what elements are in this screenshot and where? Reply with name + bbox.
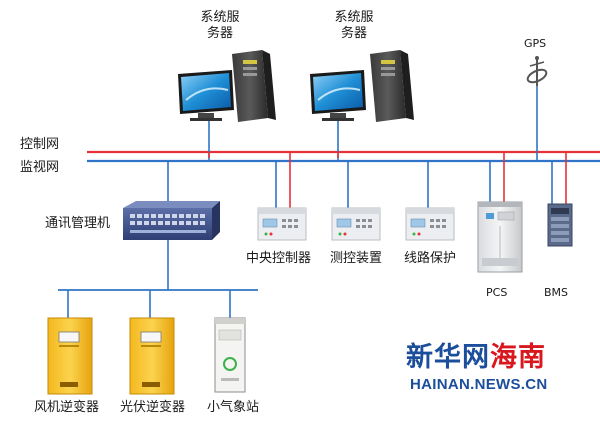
watermark-url: HAINAN.NEWS.CN: [410, 376, 548, 393]
system-server-2: [310, 50, 414, 122]
measure-control-device: [331, 207, 381, 241]
wind-inverter-label: 风机逆变器: [34, 400, 100, 415]
watermark-cn-part1: 新华网: [406, 342, 490, 373]
watermark-cn-part2: 海南: [490, 342, 546, 373]
monitor-network-label: 监视网: [20, 160, 60, 175]
line-protection-device: [405, 207, 455, 241]
communication-switch: [123, 201, 220, 240]
line-protection-label: 线路保护: [404, 251, 457, 266]
weather-station-device: [214, 317, 246, 393]
server-2-label-line1: 系统服: [334, 10, 374, 25]
switch-label: 通讯管理机: [45, 216, 111, 231]
central-controller-device: [257, 207, 307, 241]
wind-inverter-device: [47, 317, 93, 395]
measure-control-label: 测控装置: [330, 251, 383, 266]
pcs-label: PCS: [486, 286, 508, 299]
pv-inverter-device: [129, 317, 175, 395]
xinhua-hainan-watermark: 新华网海南: [406, 335, 546, 374]
weather-station-label: 小气象站: [207, 400, 260, 415]
server-2-label-line2: 务器: [340, 26, 367, 41]
server-1-label-line1: 系统服: [200, 10, 240, 25]
gps-label: GPS: [524, 37, 547, 50]
pv-inverter-label: 光伏逆变器: [120, 400, 186, 415]
system-server-1: [178, 50, 276, 122]
server-1-label: 系统服 务器: [190, 10, 250, 42]
server-2-label: 系统服 务器: [324, 10, 384, 42]
server-1-label-line2: 务器: [206, 26, 233, 41]
central-controller-label: 中央控制器: [246, 251, 312, 266]
pcs-cabinet: [477, 201, 523, 273]
bms-label: BMS: [544, 286, 569, 299]
gps-antenna-icon: [526, 56, 548, 86]
control-network-label: 控制网: [20, 137, 60, 152]
bms-cabinet: [547, 203, 573, 247]
